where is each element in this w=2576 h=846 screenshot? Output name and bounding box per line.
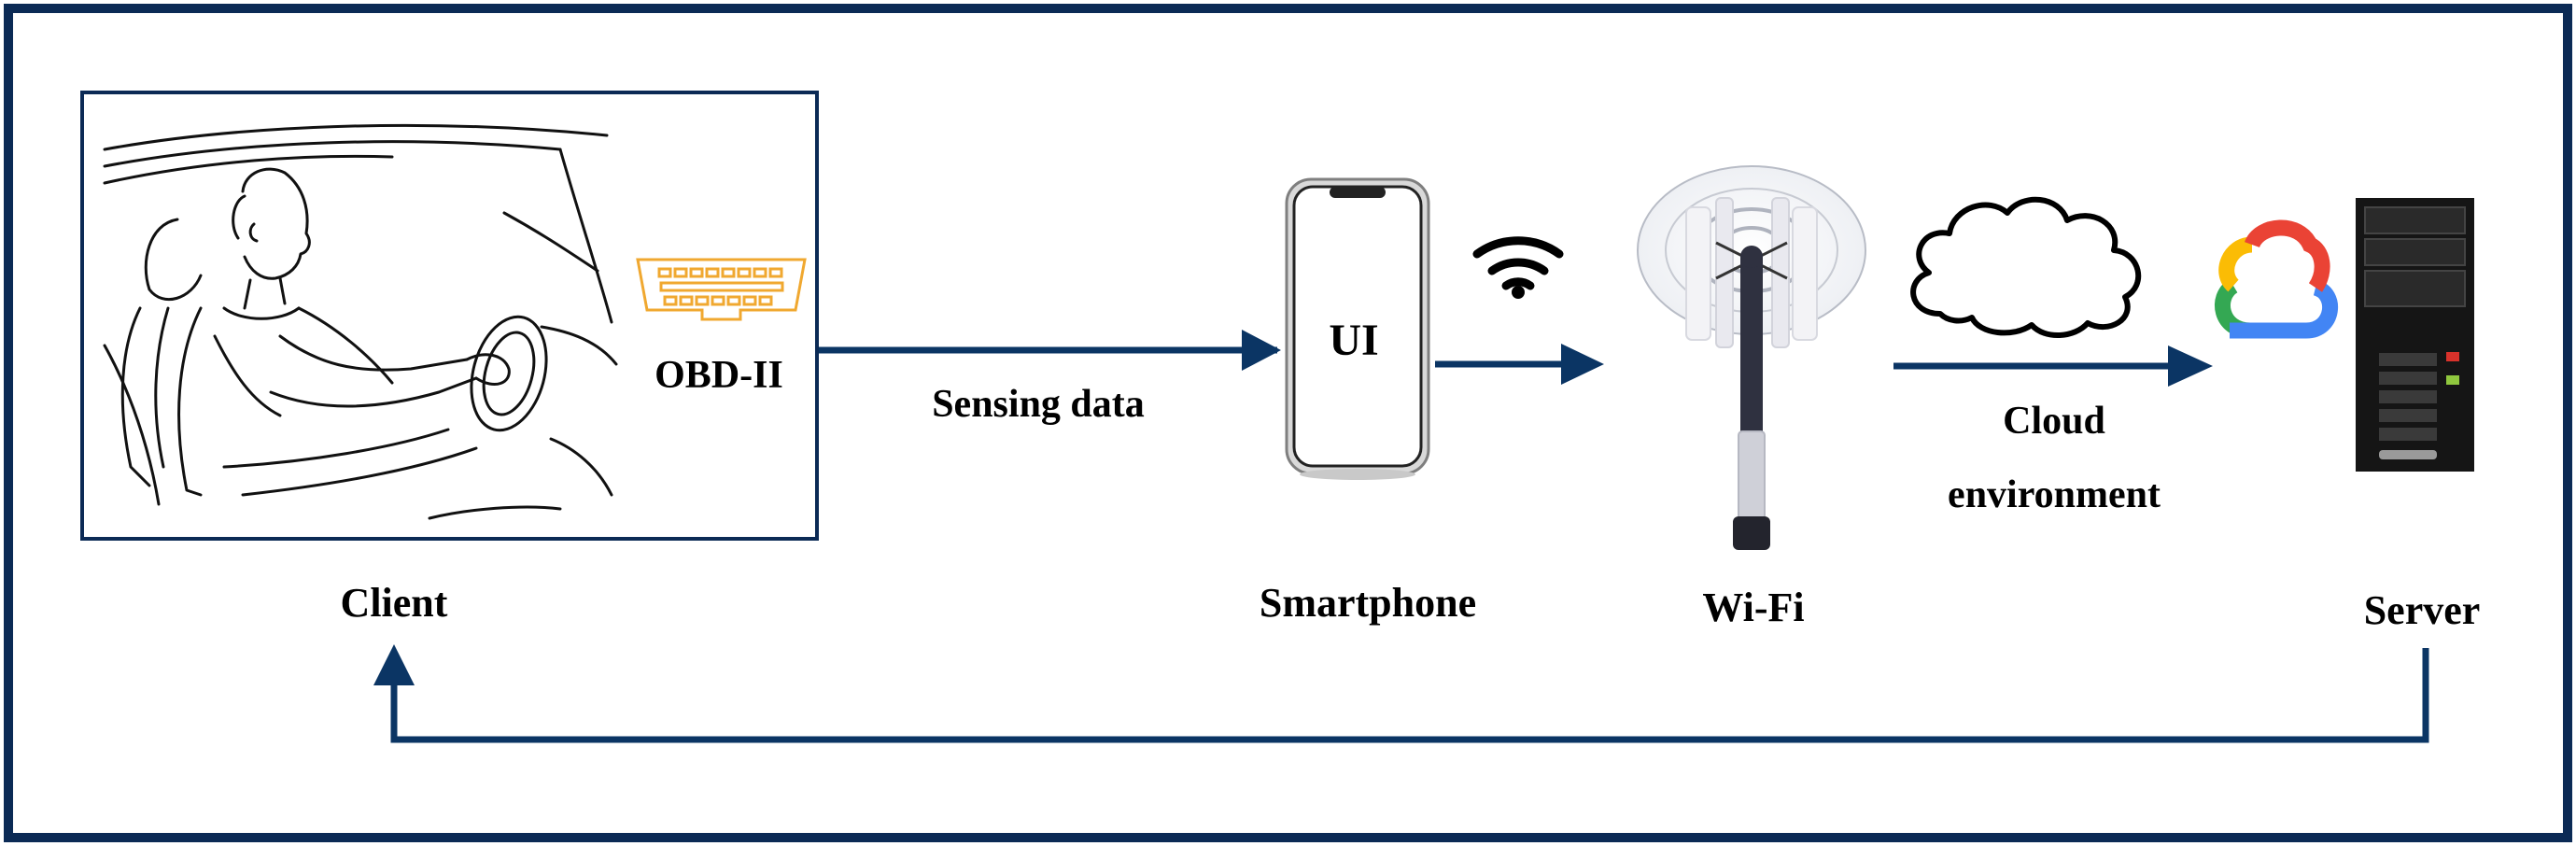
outer-frame — [4, 4, 2572, 842]
cloud-outline-icon — [1910, 196, 2142, 339]
arrowhead-wifi-to-cloud — [2168, 345, 2213, 387]
sensing-data-label: Sensing data — [932, 383, 1145, 426]
smartphone-icon — [1285, 177, 1430, 480]
cloud-label-line1: Cloud — [2003, 400, 2105, 443]
arrowhead-client-to-smartphone — [1242, 330, 1281, 371]
obd-label: OBD-II — [655, 354, 783, 397]
ui-label: UI — [1329, 316, 1378, 365]
cloud-label-line2: environment — [1948, 473, 2161, 516]
wifi-signal-icon — [1472, 236, 1564, 299]
wifi-label: Wi-Fi — [1702, 585, 1804, 630]
google-cloud-logo — [2215, 219, 2338, 339]
arrowhead-smartphone-to-wifi — [1561, 344, 1604, 385]
arrow-server-to-client — [390, 648, 2429, 743]
client-label: Client — [341, 580, 448, 626]
driver-sketch-icon — [103, 123, 618, 520]
smartphone-label: Smartphone — [1260, 580, 1476, 626]
server-label: Server — [2364, 587, 2481, 633]
wifi-antenna-icon — [1637, 165, 1866, 550]
client-box: OBD-II — [80, 91, 819, 541]
obd-connector-icon — [636, 258, 807, 321]
arrowhead-server-to-client — [373, 644, 415, 685]
server-tower-icon — [2356, 198, 2474, 472]
